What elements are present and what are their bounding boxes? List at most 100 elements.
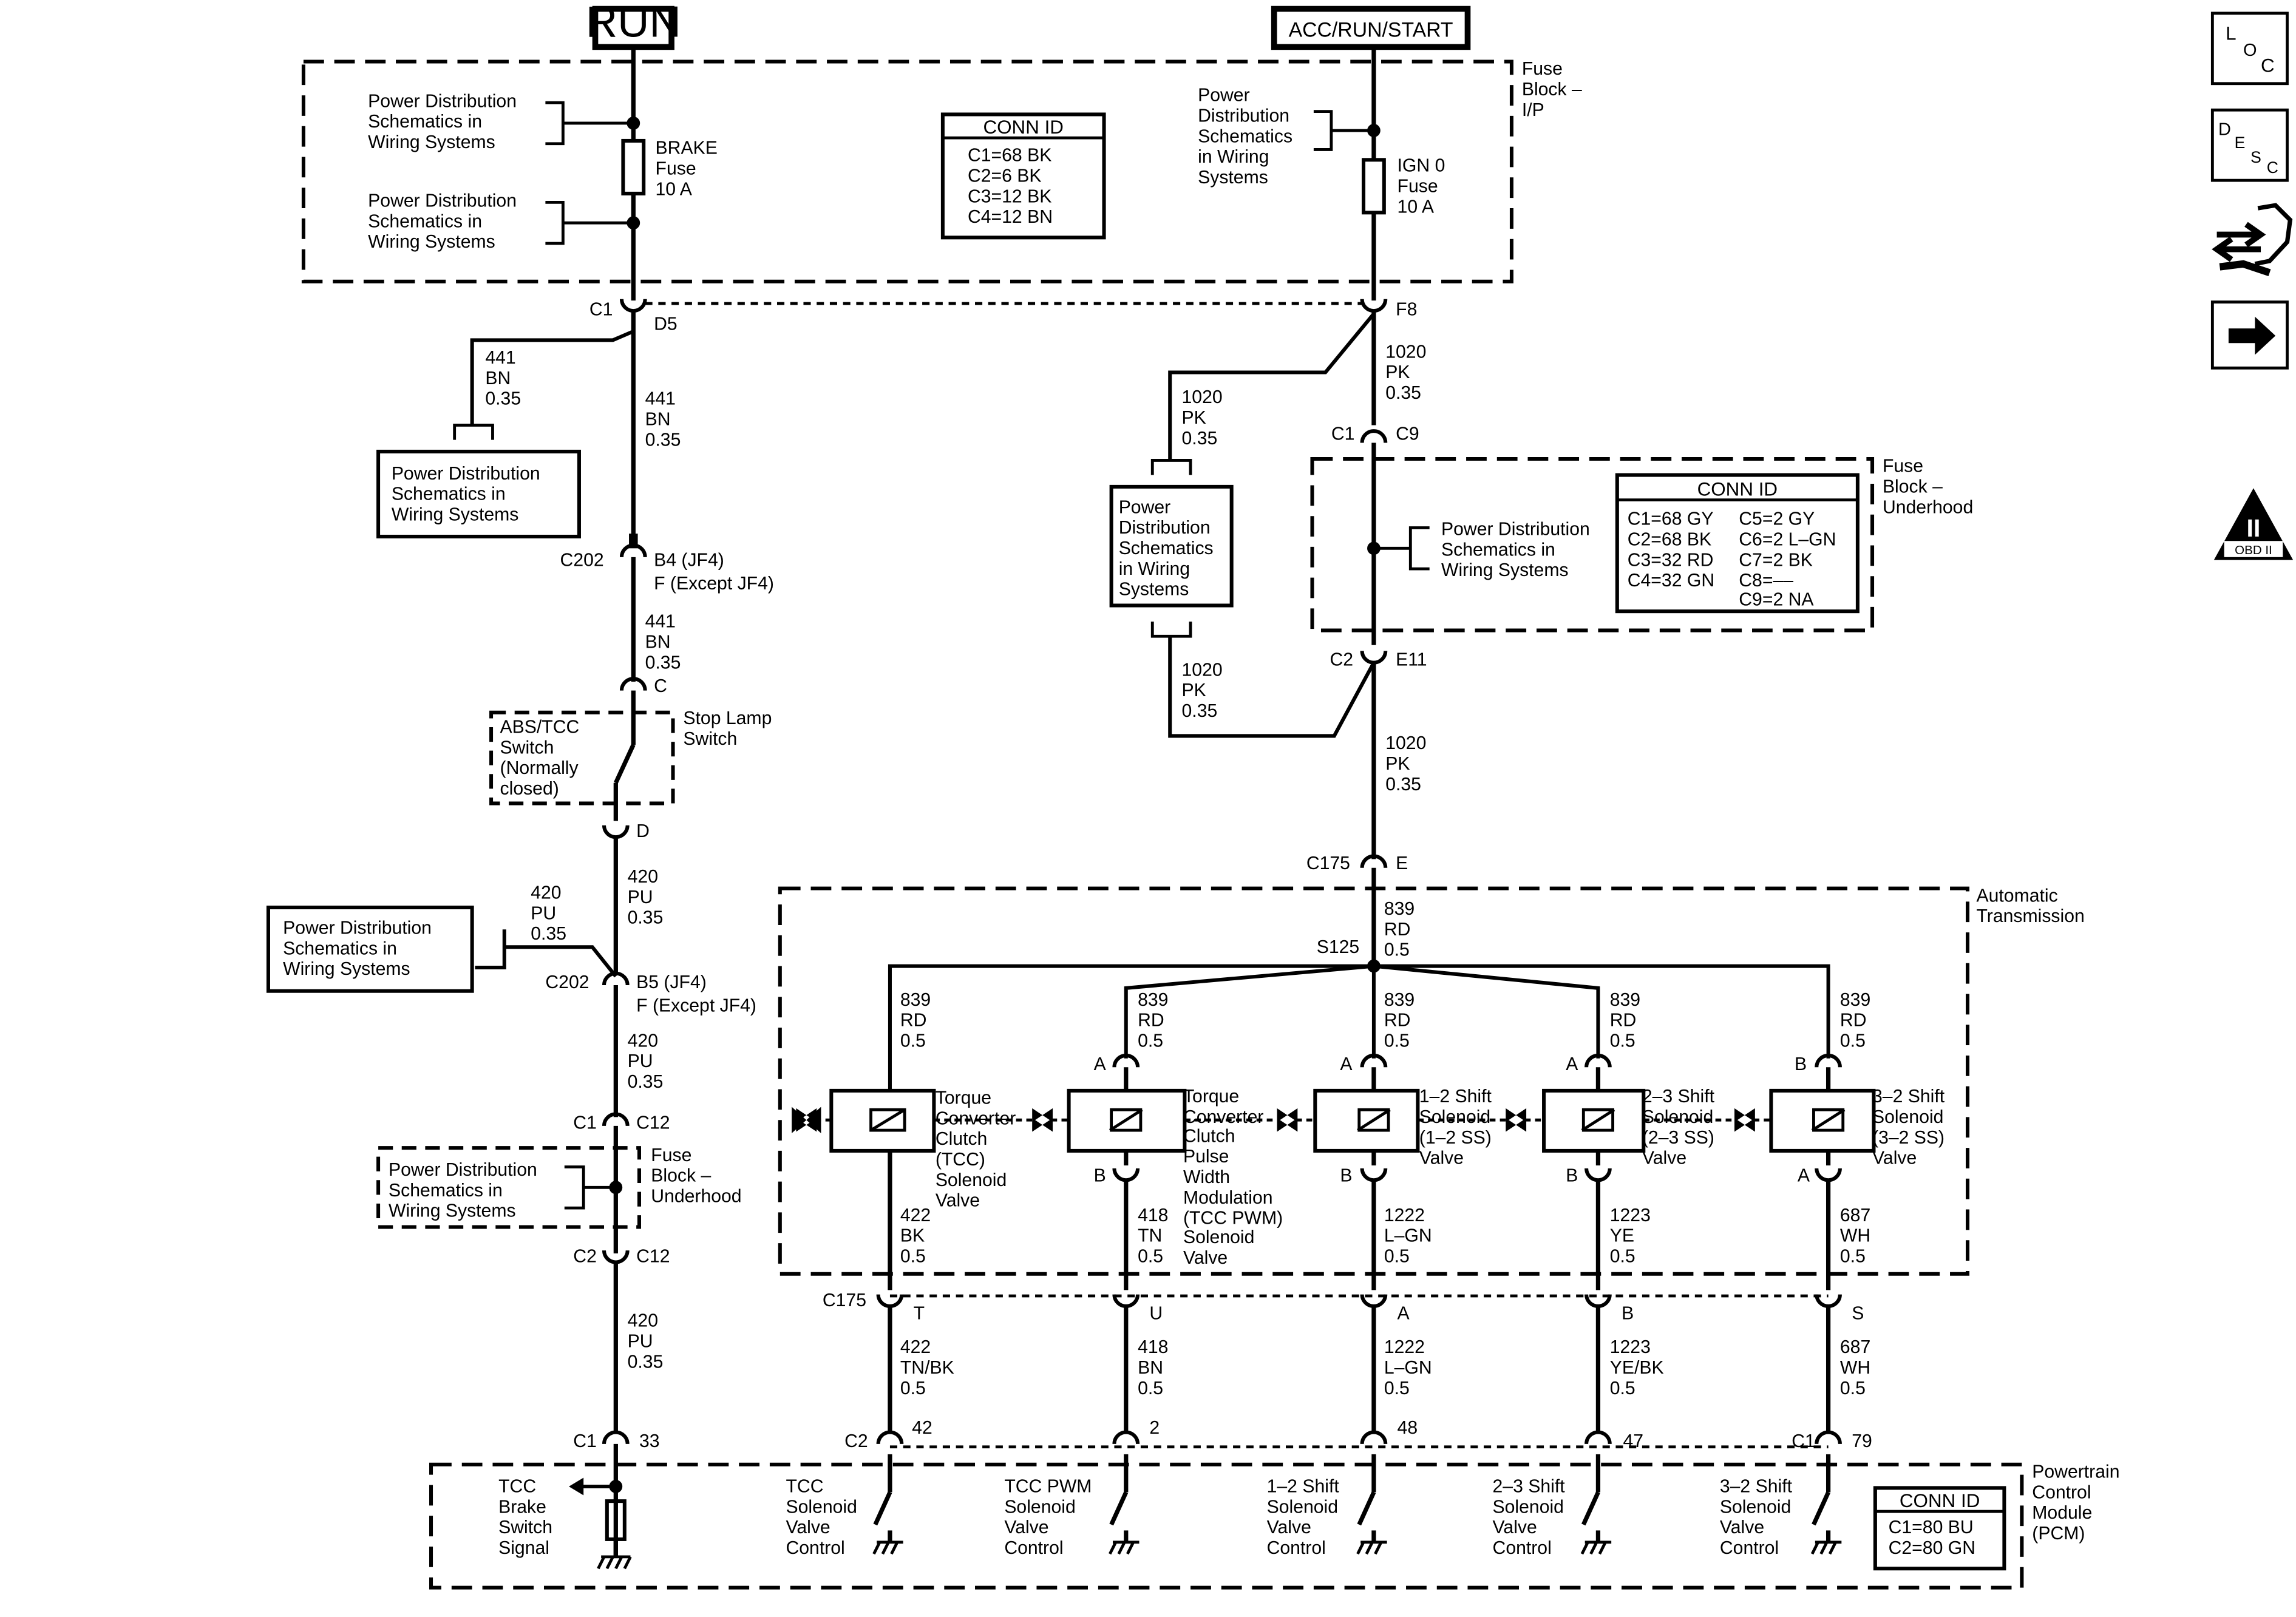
svg-text:T: T xyxy=(914,1304,925,1324)
svg-text:C3=12 BK: C3=12 BK xyxy=(968,186,1051,206)
svg-text:BN: BN xyxy=(485,368,511,388)
svg-text:CONN ID: CONN ID xyxy=(983,117,1063,138)
svg-text:BN: BN xyxy=(645,409,671,429)
svg-text:U: U xyxy=(1149,1304,1163,1324)
svg-text:Valve: Valve xyxy=(786,1517,830,1537)
svg-text:Switch: Switch xyxy=(500,737,554,758)
svg-text:C1: C1 xyxy=(573,1431,597,1451)
svg-text:0.35: 0.35 xyxy=(628,1352,664,1372)
svg-text:Power Distribution: Power Distribution xyxy=(283,918,432,938)
svg-text:422: 422 xyxy=(900,1337,931,1357)
svg-text:Distribution: Distribution xyxy=(1119,518,1211,538)
svg-text:Signal: Signal xyxy=(498,1538,549,1558)
svg-text:420: 420 xyxy=(628,867,658,887)
svg-text:687: 687 xyxy=(1840,1337,1870,1357)
svg-text:Wiring Systems: Wiring Systems xyxy=(283,959,410,979)
svg-text:E11: E11 xyxy=(1396,650,1427,670)
svg-text:C: C xyxy=(654,676,667,696)
solenoid-2-3-shift: A B 839 RD 0.5 2–3 Shift Solenoid (2–3 S… xyxy=(1418,990,1715,1290)
pcm-switch-4 xyxy=(1580,1454,1612,1555)
svg-text:Valve: Valve xyxy=(1183,1248,1228,1268)
svg-text:0.5: 0.5 xyxy=(1138,1246,1163,1266)
svg-text:Schematics in: Schematics in xyxy=(392,484,506,504)
svg-text:L: L xyxy=(2226,22,2236,44)
desc-icon[interactable]: D E S C xyxy=(2210,108,2289,182)
svg-text:839: 839 xyxy=(900,990,931,1010)
fuse-block-ip: Fuse Block – I/P Power Distribution Sche… xyxy=(301,59,1582,283)
svg-text:Switch: Switch xyxy=(683,729,737,749)
svg-text:RD: RD xyxy=(1384,920,1411,940)
svg-text:0.5: 0.5 xyxy=(900,1246,926,1266)
pcm-module: Powertrain Control Module (PCM) TCC Brak… xyxy=(429,1454,2120,1590)
svg-text:Block –: Block – xyxy=(1883,477,1943,497)
abs-tcc-switch-box xyxy=(489,710,675,805)
svg-text:BRAKE: BRAKE xyxy=(656,138,718,158)
connector-tool-icon[interactable] xyxy=(2212,203,2293,277)
svg-text:3–2 Shift: 3–2 Shift xyxy=(1872,1086,1945,1107)
svg-text:1020: 1020 xyxy=(1182,387,1223,407)
svg-text:Fuse: Fuse xyxy=(1883,456,1923,476)
svg-text:Schematics in: Schematics in xyxy=(389,1181,503,1201)
svg-text:0.5: 0.5 xyxy=(1384,940,1410,960)
svg-text:Control: Control xyxy=(1493,1538,1552,1558)
svg-text:1–2 Shift: 1–2 Shift xyxy=(1267,1477,1340,1497)
svg-text:1–2 Shift: 1–2 Shift xyxy=(1419,1086,1492,1107)
svg-text:0.5: 0.5 xyxy=(1840,1246,1866,1266)
svg-text:C1=68 BK: C1=68 BK xyxy=(968,146,1051,166)
svg-text:Schematics in: Schematics in xyxy=(283,938,397,958)
fuse-block-underhood-small xyxy=(376,1146,641,1229)
svg-text:Wiring Systems: Wiring Systems xyxy=(368,232,495,252)
svg-text:(TCC): (TCC) xyxy=(936,1150,985,1170)
svg-text:C4=32 GN: C4=32 GN xyxy=(1628,571,1714,591)
svg-text:C3=32 RD: C3=32 RD xyxy=(1628,550,1714,570)
svg-text:C1: C1 xyxy=(573,1113,597,1133)
svg-text:Distribution: Distribution xyxy=(1198,106,1289,126)
svg-text:839: 839 xyxy=(1610,990,1640,1010)
svg-text:PK: PK xyxy=(1182,408,1206,428)
svg-text:839: 839 xyxy=(1840,990,1870,1010)
svg-text:0.5: 0.5 xyxy=(1610,1378,1635,1398)
svg-text:687: 687 xyxy=(1840,1205,1870,1225)
svg-text:0.5: 0.5 xyxy=(1610,1031,1635,1051)
svg-text:Solenoid: Solenoid xyxy=(1004,1497,1075,1517)
svg-text:441: 441 xyxy=(485,348,515,368)
svg-text:422: 422 xyxy=(900,1205,931,1225)
solenoid-1-2-shift: A B 839 RD 0.5 1–2 Shift Solenoid (1–2 S… xyxy=(1184,990,1492,1290)
svg-text:Module: Module xyxy=(2032,1503,2092,1523)
pcm-switch-3 xyxy=(1356,1454,1387,1555)
solenoid-tcc-pwm: A B 839 RD 0.5 Torque Converter Clutch P… xyxy=(934,990,1283,1290)
svg-text:(1–2 SS): (1–2 SS) xyxy=(1419,1128,1492,1148)
next-arrow-icon[interactable] xyxy=(2210,300,2289,370)
svg-text:B: B xyxy=(1622,1304,1634,1324)
loc-icon[interactable]: L O C xyxy=(2210,12,2289,86)
svg-text:B: B xyxy=(1566,1166,1578,1186)
svg-text:C1=68 GY: C1=68 GY xyxy=(1628,509,1714,529)
svg-text:Fuse: Fuse xyxy=(1522,59,1563,79)
brake-fuse xyxy=(621,138,646,195)
svg-text:C202: C202 xyxy=(560,550,604,570)
svg-text:D5: D5 xyxy=(654,314,678,334)
svg-text:Wiring Systems: Wiring Systems xyxy=(389,1201,516,1221)
svg-text:Schematics in: Schematics in xyxy=(368,211,482,231)
svg-text:Valve: Valve xyxy=(1493,1517,1537,1537)
svg-text:PU: PU xyxy=(531,903,556,923)
pcm-connector-row: C2 C1 42 2 48 47 79 xyxy=(844,1418,1872,1451)
svg-text:Valve: Valve xyxy=(936,1191,980,1211)
svg-text:2: 2 xyxy=(1149,1418,1160,1438)
svg-text:Underhood: Underhood xyxy=(1883,497,1973,517)
svg-text:79: 79 xyxy=(1852,1431,1872,1451)
svg-text:1223: 1223 xyxy=(1610,1337,1651,1357)
svg-text:Clutch: Clutch xyxy=(936,1129,988,1149)
svg-text:420: 420 xyxy=(628,1031,658,1051)
svg-text:0.35: 0.35 xyxy=(645,430,681,450)
svg-text:Schematics: Schematics xyxy=(1198,126,1292,146)
svg-text:Wiring Systems: Wiring Systems xyxy=(1441,560,1569,580)
svg-text:Solenoid: Solenoid xyxy=(1493,1497,1564,1517)
svg-text:F8: F8 xyxy=(1396,299,1417,319)
obd-ii-icon[interactable]: II OBD II xyxy=(2213,488,2294,560)
svg-text:C: C xyxy=(2261,55,2275,76)
svg-text:47: 47 xyxy=(1623,1431,1643,1451)
svg-text:0.5: 0.5 xyxy=(1384,1031,1410,1051)
svg-text:A: A xyxy=(1798,1166,1810,1186)
svg-text:Control: Control xyxy=(1720,1538,1779,1558)
